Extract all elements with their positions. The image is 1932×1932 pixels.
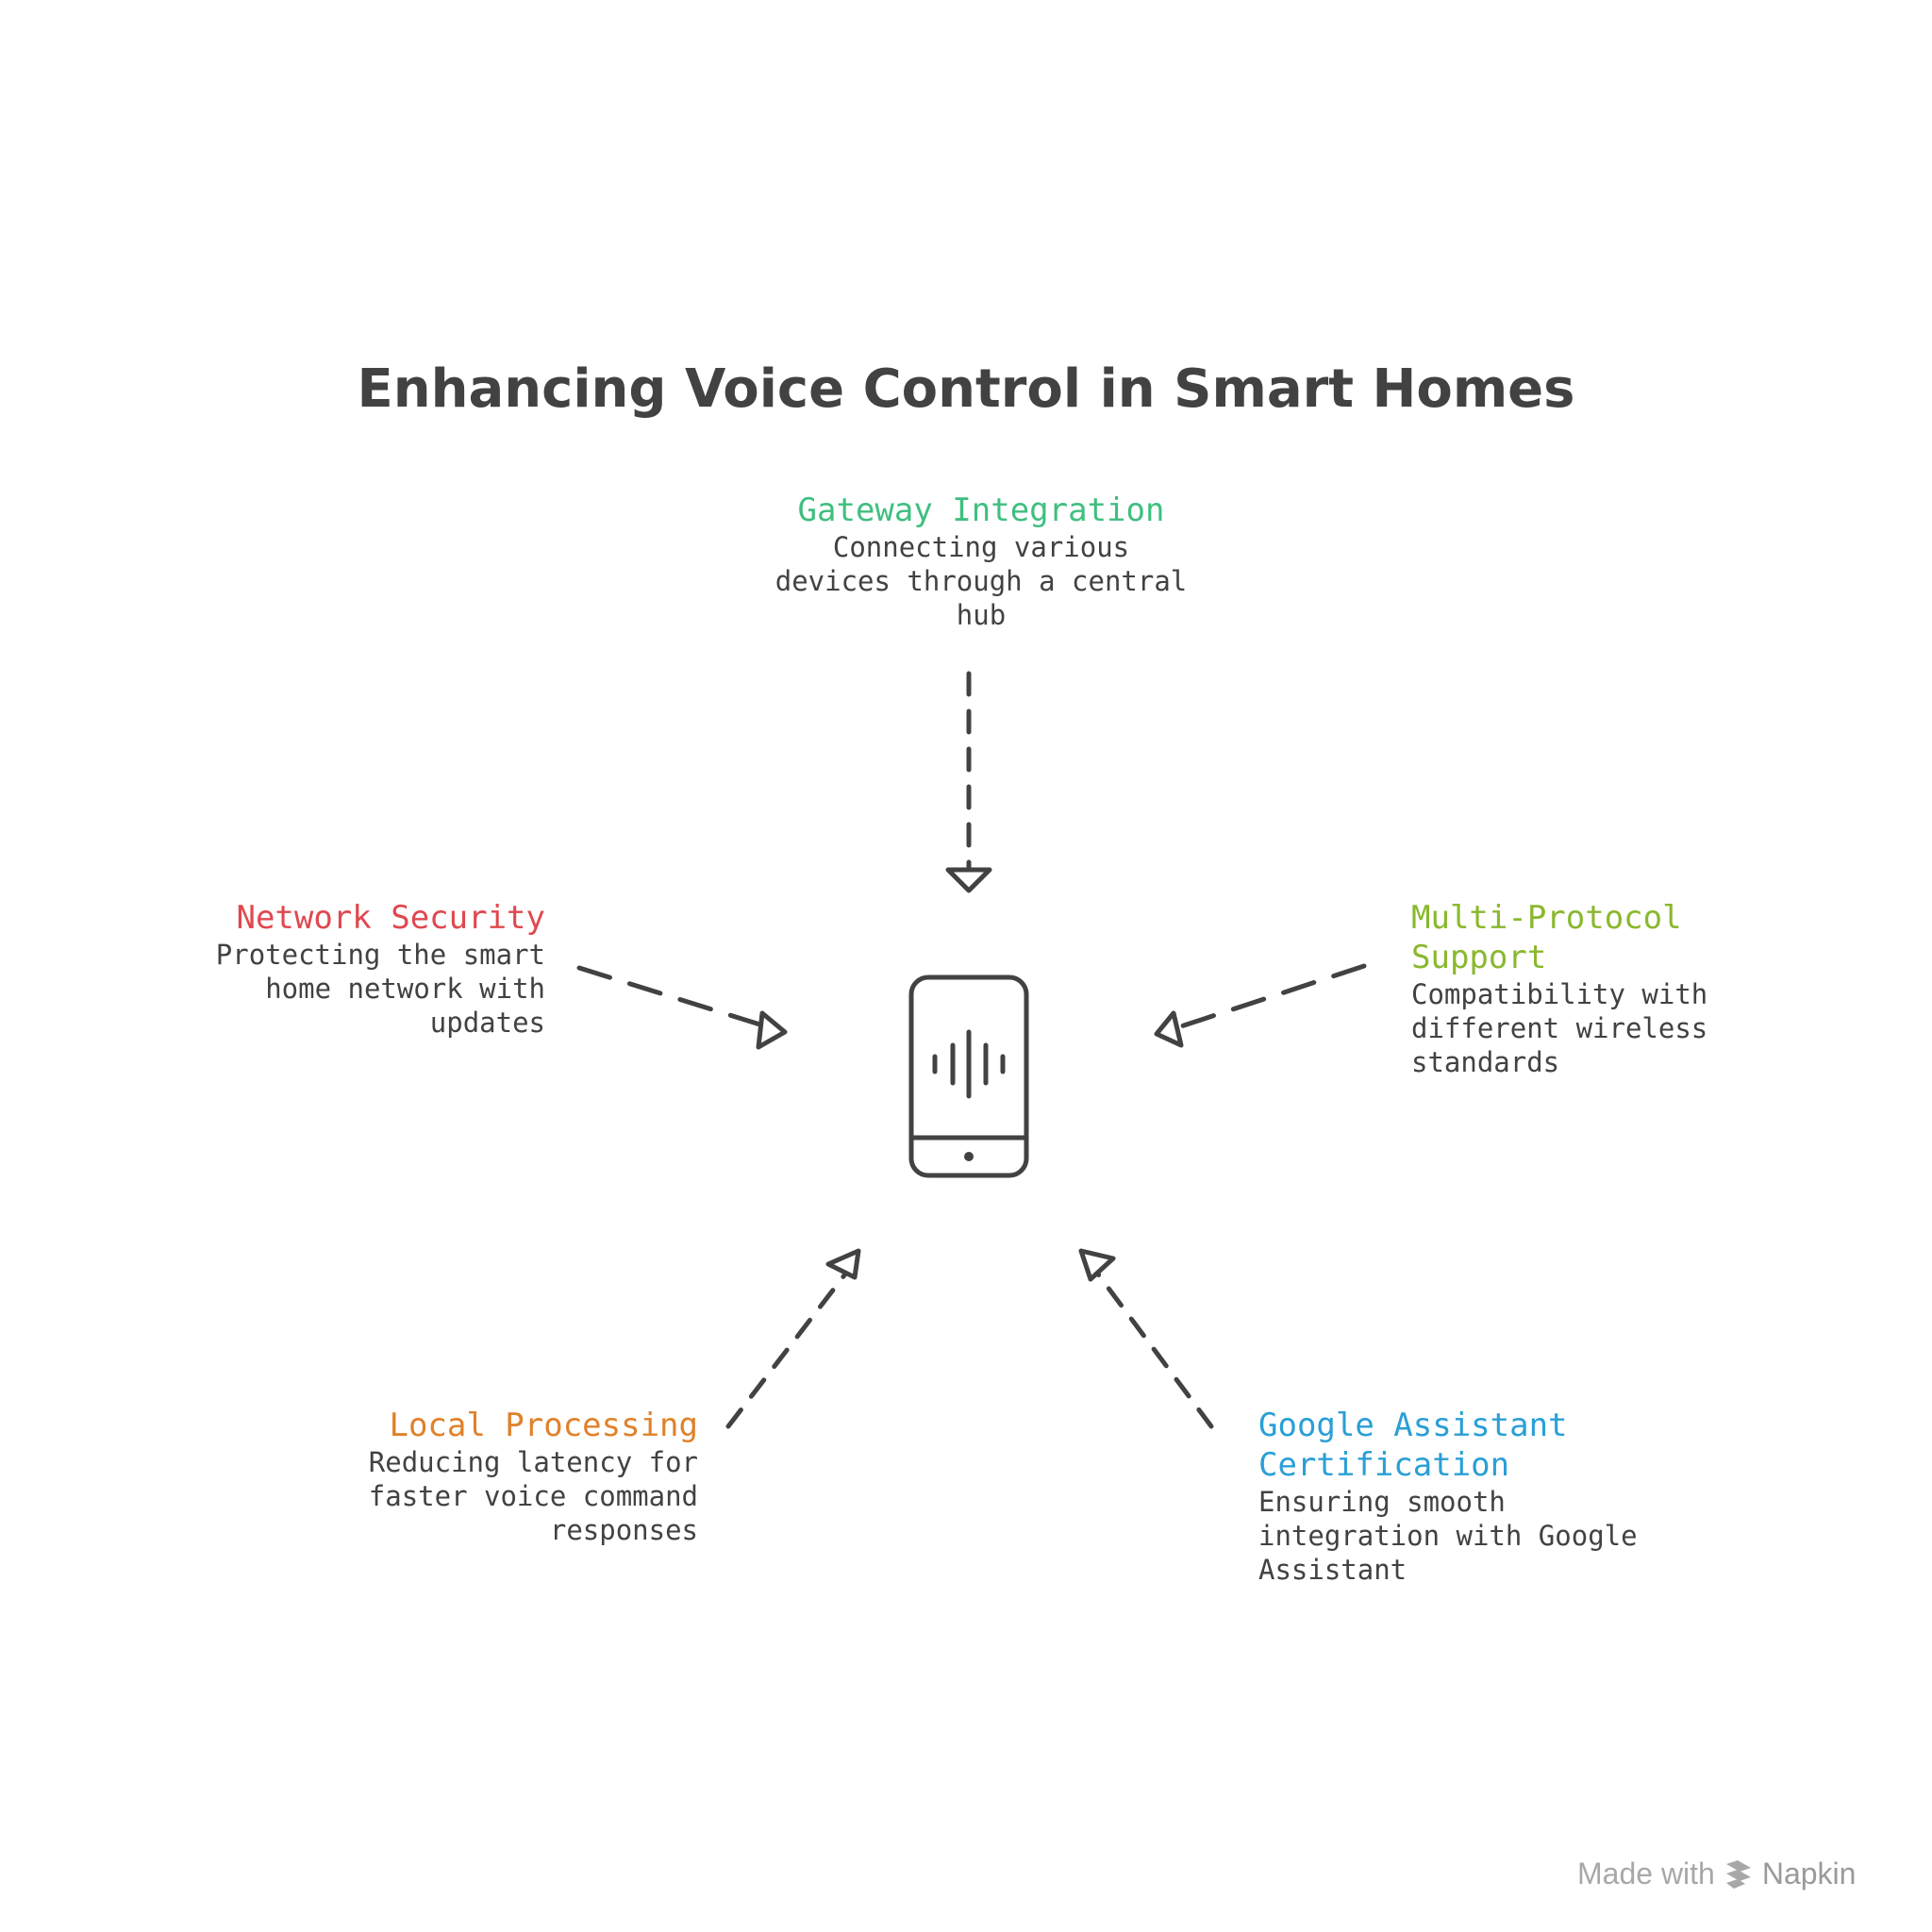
node-desc-local-line-3: responses <box>549 1514 698 1546</box>
node-desc-gateway-line-1: Connecting various <box>832 531 1130 563</box>
node-title-google-line-2: Certification <box>1258 1446 1510 1484</box>
arrow-multi <box>1154 963 1367 1048</box>
node-desc-local-line-2: faster voice command <box>368 1480 698 1512</box>
node-desc-google-line-1: Ensuring smooth <box>1258 1486 1506 1518</box>
made-with-napkin-watermark: Made with Napkin <box>1577 1857 1856 1891</box>
arrow-network <box>576 965 788 1050</box>
node-title-local: Local Processing <box>389 1407 698 1444</box>
arrow-gateway <box>945 671 992 893</box>
node-desc-multi-line-1: Compatibility with <box>1411 978 1708 1010</box>
node-desc-multi-line-2: different wireless <box>1411 1012 1708 1044</box>
node-desc-gateway-line-3: hub <box>956 599 1007 631</box>
node-desc-gateway-line-2: devices through a central <box>774 565 1188 597</box>
node-desc-google-line-3: Assistant <box>1258 1554 1407 1586</box>
node-network-security: Network Security Protecting the smart ho… <box>179 898 545 1040</box>
node-desc-google-line-2: integration with Google <box>1258 1520 1638 1552</box>
home-button-dot <box>964 1152 974 1161</box>
smartphone-voice-icon <box>908 974 1029 1178</box>
node-desc-network-line-1: Protecting the smart <box>215 939 545 971</box>
node-title-gateway: Gateway Integration <box>797 491 1165 529</box>
node-title-network: Network Security <box>236 899 545 937</box>
node-local-processing: Local Processing Reducing latency for fa… <box>311 1406 698 1547</box>
node-desc-network-line-3: updates <box>429 1007 545 1039</box>
node-gateway-integration: Gateway Integration Connecting various d… <box>736 491 1226 632</box>
diagram-title: Enhancing Voice Control in Smart Homes <box>357 358 1575 420</box>
node-desc-network-line-2: home network with <box>265 973 545 1005</box>
watermark-prefix: Made with <box>1577 1857 1715 1890</box>
node-title-google-line-1: Google Assistant <box>1258 1407 1568 1444</box>
napkin-logo-icon <box>1725 1859 1751 1889</box>
arrow-google <box>1078 1248 1214 1429</box>
arrow-local <box>725 1248 861 1429</box>
node-desc-multi-line-3: standards <box>1411 1046 1560 1078</box>
watermark-brand: Napkin <box>1761 1857 1857 1890</box>
node-multi-protocol-support: Multi-Protocol Support Compatibility wit… <box>1411 898 1826 1079</box>
node-desc-local-line-1: Reducing latency for <box>368 1446 698 1478</box>
node-google-assistant-certification: Google Assistant Certification Ensuring … <box>1258 1406 1655 1587</box>
node-title-multi: Multi-Protocol Support <box>1411 899 1682 976</box>
